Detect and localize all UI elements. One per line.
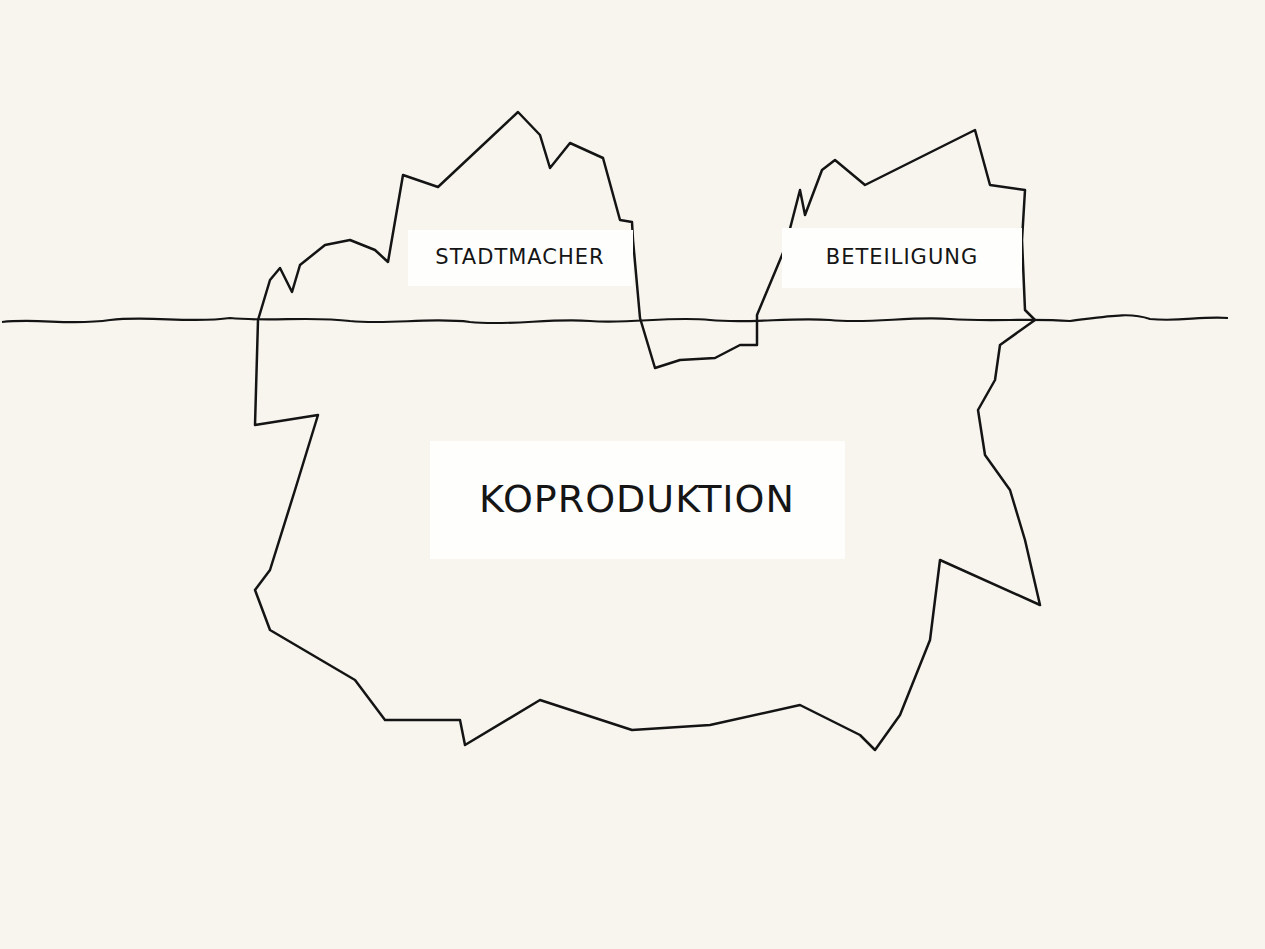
region-label: KOPRODUKTION — [479, 479, 795, 521]
waterline — [2, 315, 1228, 323]
iceberg-base-label: KOPRODUKTION — [430, 441, 845, 559]
iceberg-peak-label: BETEILIGUNG — [782, 228, 1022, 288]
region-label: BETEILIGUNG — [826, 246, 978, 269]
iceberg-peak-label: STADTMACHER — [408, 230, 633, 286]
iceberg-outline — [255, 112, 1040, 750]
region-label: STADTMACHER — [435, 246, 604, 269]
